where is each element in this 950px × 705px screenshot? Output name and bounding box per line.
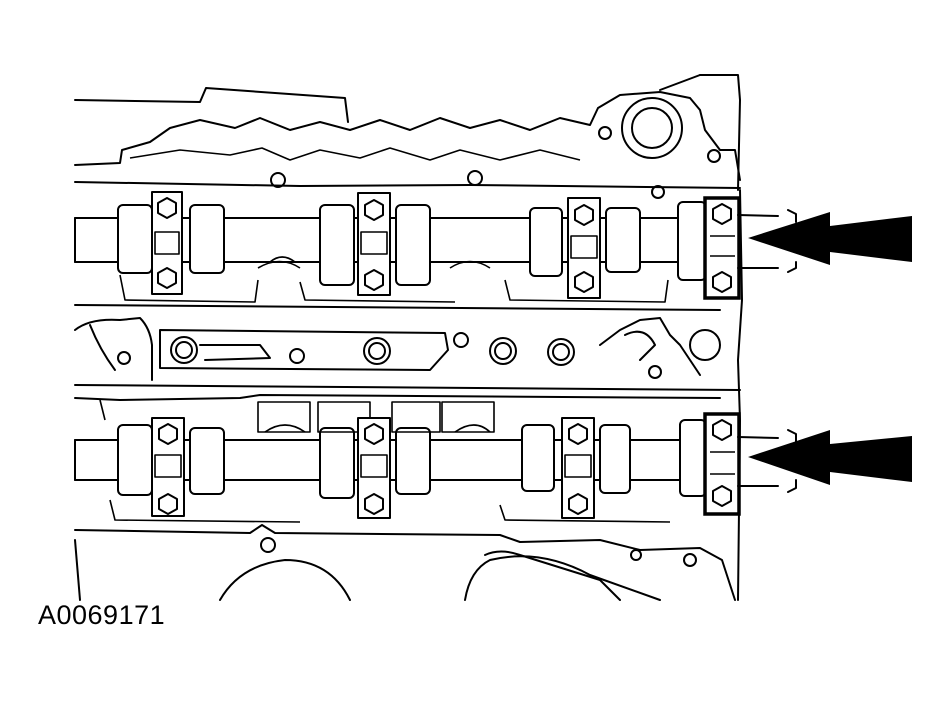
cylinder-head-outline (74, 74, 743, 601)
figure-id-label: A0069171 (38, 600, 166, 630)
middle-plate (74, 304, 741, 391)
upper-camshaft (74, 201, 709, 303)
upper-camshaft-front-bearing-cap (703, 196, 797, 300)
upper-bearing-caps (151, 191, 601, 299)
lower-camshaft-front-bearing-cap (703, 412, 797, 516)
lower-bearing-caps (151, 417, 595, 519)
upper-pointer-arrow (748, 212, 912, 265)
lower-camshaft (74, 394, 721, 523)
lower-pointer-arrow (748, 430, 912, 485)
